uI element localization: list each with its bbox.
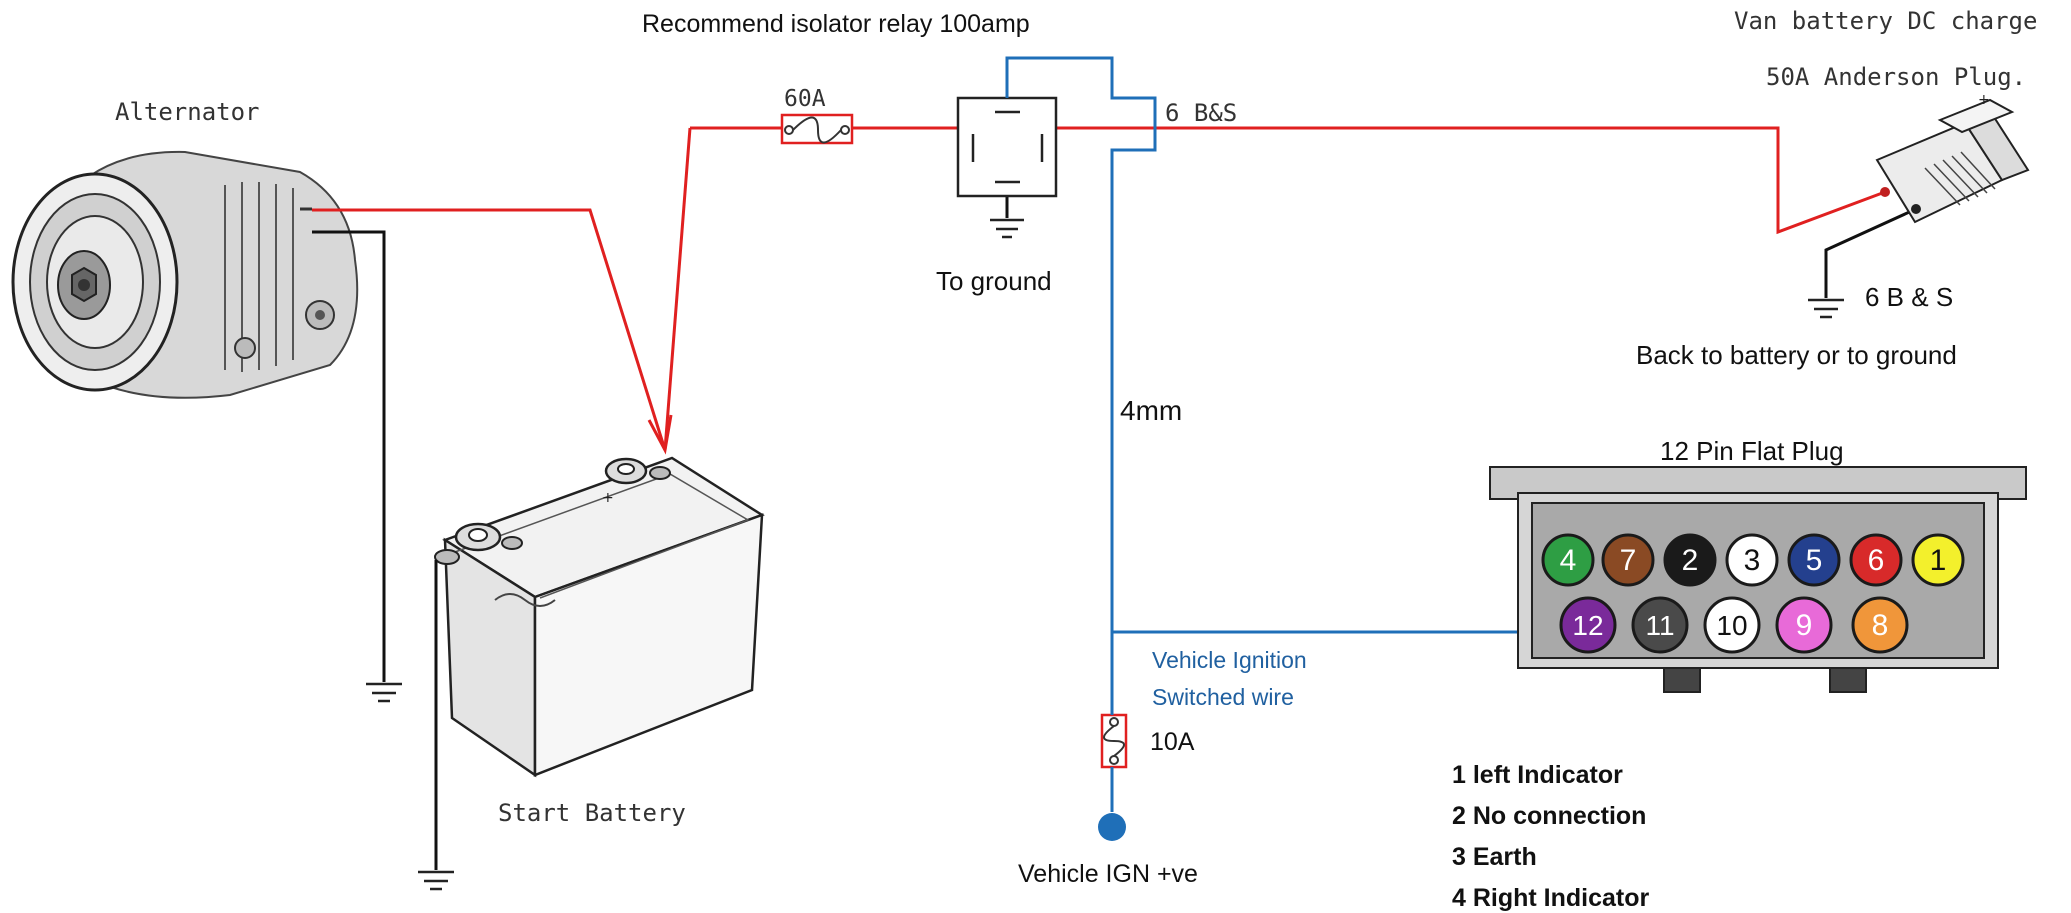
plug-pin-1: 1 [1911,533,1965,587]
plug-pin-10: 10 [1703,596,1761,654]
ignition-wire-label-2: Switched wire [1152,684,1294,710]
cable-4mm-label: 4mm [1120,395,1183,426]
alternator-illustration [11,150,359,399]
plug-title: 12 Pin Flat Plug [1660,436,1844,466]
plug-pin-label: 10 [1716,610,1747,641]
plug-pin-circle [1849,533,1903,587]
svg-text:+: + [602,490,614,506]
plug-pin-circle [1911,533,1965,587]
plug-pin-11: 11 [1631,596,1689,654]
plug-pin-label: 3 [1744,544,1761,577]
anderson-plug-label: 50A Anderson Plug. [1766,63,2027,91]
svg-text:+: + [1978,92,1990,108]
plug-pin-12: 12 [1559,596,1617,654]
plug-pin-circle [1703,596,1761,654]
plug-pin-circle [1541,533,1595,587]
plug-pin-label: 1 [1930,544,1947,577]
plug-pin-circle [1775,596,1833,654]
12-pin-flat-plug: 4 7 2 3 5 6 1 12 11 10 9 8 [1489,466,2027,693]
to-ground-label: To ground [936,266,1052,296]
back-to-battery-label: Back to battery or to ground [1636,340,1957,370]
plug-pin-circle [1851,596,1909,654]
alternator-label: Alternator [115,98,260,126]
cable-6bs-right-label: 6 B & S [1865,282,1954,312]
plug-pin-circle [1787,533,1841,587]
plug-pin-8: 8 [1851,596,1909,654]
van-battery-label: Van battery DC charge [1734,7,2038,35]
plug-pin-label: 6 [1868,544,1885,577]
plug-pin-label: 2 [1682,544,1699,577]
ignition-wire-label-1: Vehicle Ignition [1152,647,1307,673]
start-battery-illustration: + [434,456,765,778]
plug-pin-circle [1559,596,1617,654]
plug-pin-7: 7 [1601,533,1655,587]
plug-pin-3: 3 [1725,533,1779,587]
fuse-60a [780,113,854,145]
plug-pin-5: 5 [1787,533,1841,587]
plug-pin-9: 9 [1775,596,1833,654]
pin-legend-item: 3 Earth [1452,843,1537,871]
fuse-10a [1100,713,1128,769]
ignition-wires [1005,56,1536,812]
plug-pin-6: 6 [1849,533,1903,587]
plug-pin-circle [1601,533,1655,587]
plug-pin-circle [1725,533,1779,587]
plug-pin-label: 9 [1796,609,1813,642]
plug-pin-label: 4 [1560,544,1577,577]
start-battery-label: Start Battery [498,799,686,827]
plug-pin-label: 8 [1872,609,1889,642]
vehicle-ign-terminal [1098,813,1126,841]
ground-symbols [366,218,1844,891]
cable-6bs-top-label: 6 B&S [1165,99,1238,127]
plug-pin-label: 12 [1572,610,1603,641]
plug-pin-label: 11 [1645,610,1674,641]
vehicle-ign-label: Vehicle IGN +ve [1018,860,1198,888]
plug-pin-label: 5 [1806,544,1823,577]
plug-pin-2: 2 [1663,533,1717,587]
pin-legend-item: 1 left Indicator [1452,761,1623,789]
relay-title: Recommend isolator relay 100amp [642,10,1030,38]
fuse-60a-label: 60A [784,86,826,112]
pin-legend-item: 2 No connection [1452,802,1647,830]
pin-legend-item: 4 Right Indicator [1452,884,1650,912]
anderson-plug: + [1875,92,2030,224]
plug-pin-4: 4 [1541,533,1595,587]
plug-pin-circle [1663,533,1717,587]
plug-pin-label: 7 [1620,544,1637,577]
ground-wires [312,196,1917,870]
isolator-relay [956,96,1058,198]
fuse-10a-label: 10A [1150,728,1195,756]
positive-wires [312,126,1886,455]
plug-pin-circle [1631,596,1689,654]
